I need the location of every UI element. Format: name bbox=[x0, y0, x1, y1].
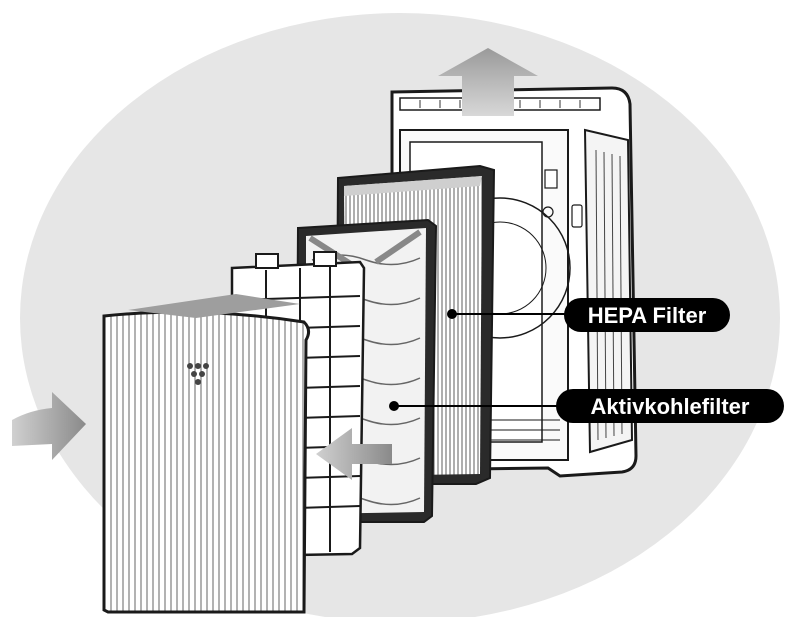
brand-logo bbox=[187, 363, 209, 385]
airflow-mid-arrow bbox=[316, 428, 392, 480]
airflow-in-arrow bbox=[12, 392, 86, 460]
hepa-callout: HEPA Filter bbox=[447, 298, 730, 332]
carbon-callout: Aktivkohlefilter bbox=[389, 389, 784, 423]
hepa-filter-label: HEPA Filter bbox=[588, 303, 707, 328]
front-panel bbox=[102, 294, 311, 614]
carbon-filter-label: Aktivkohlefilter bbox=[591, 394, 750, 419]
airflow-out-arrow bbox=[438, 48, 538, 116]
